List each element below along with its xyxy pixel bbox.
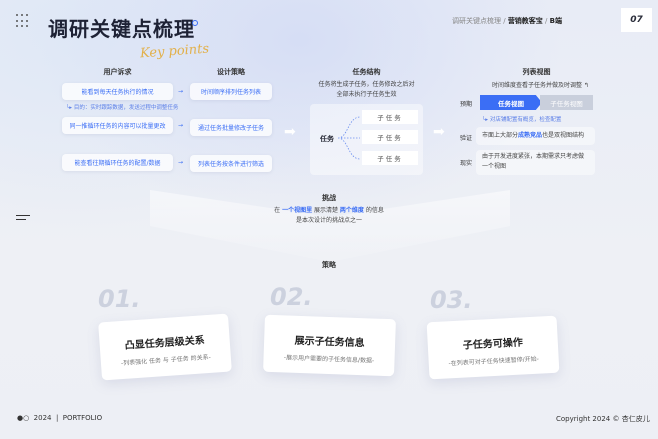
validation-box: 市面上大部分成熟竞品也是双视图结构 [476,127,595,145]
subtask-item: 子任务 [362,130,418,144]
row-label: 现实 [460,160,473,167]
title-dot-icon [192,20,198,26]
strategy-item: 列表任务按条件进行筛选 [190,155,272,172]
tab-task-view[interactable]: 任务视图 [480,95,542,110]
divider [16,215,30,216]
big-arrow-icon: ➡ [284,124,296,140]
need-item: 能看到每天任务执行的情况 [62,83,173,100]
card-number: 01. [98,285,141,313]
divider [16,219,26,220]
breadcrumb-item[interactable]: B端 [549,17,562,25]
need-item: 同一推循环任务的内容可以批量更改 [62,117,173,134]
structure-title: 任务结构 [352,68,381,76]
copyright: Copyright 2024 © 杏仁皮儿 [556,415,650,423]
footer-left: ●○ 2024 | PORTFOLIO [17,414,103,422]
breadcrumb-item[interactable]: 营销教客宝 [507,17,543,25]
page-dots-icon: ●○ [17,414,30,422]
page-number: 07 [621,8,652,32]
row-label: 验证 [460,135,473,142]
reality-box: 由于开发进度紧张，本期需求只考虑做一个视图 [476,150,595,175]
card-number: 02. [270,283,313,311]
strategy-item: 时间顺序排列任务列表 [190,83,272,100]
strategy-card: 展示子任务信息-展示用户需要的子任务信息/数据- [263,314,396,377]
page-title: 调研关键点梳理 [48,17,195,41]
tree-connector [338,116,361,160]
card-number: 03. [430,286,473,314]
task-root: 任务 [320,135,334,143]
breadcrumb-item[interactable]: 调研关键点梳理 [452,17,501,25]
grid-dots-icon [16,14,30,28]
arrow-icon: → [178,159,184,166]
big-arrow-icon: ➡ [433,124,445,140]
listview-top-note: 时间维度查看子任务并做及时调整 ↰ [492,82,589,89]
strategy-title: 设计策略 [217,68,245,76]
strategy-card: 凸显任务层级关系-列表强化 任务 与 子任务 的关系- [98,313,232,381]
listview-title: 列表视图 [522,68,551,76]
strategy-card: 子任务可操作-在列表可对子任务快速暂停/开始- [426,315,560,380]
listview-bottom-note: └▸ 对店铺配置有概览，检查配置 [482,117,562,123]
challenge-title: 挑战 [322,194,336,202]
tab-subtask-view[interactable]: 子任务视图 [540,95,593,110]
need-item: 能查看往期循环任务的配置/数据 [62,154,173,171]
strategy2-title: 策略 [322,261,336,269]
subtask-item: 子任务 [362,151,418,165]
needs-title: 用户诉求 [103,68,132,76]
row-label: 预期 [460,101,473,108]
needs-note: └▸ 目的：实时跟踪数据，发送过程中调整任务 [66,105,179,111]
breadcrumb: 调研关键点梳理 / 营销教客宝 / B端 [452,17,562,25]
arrow-icon: → [178,88,184,95]
strategy-item: 通过任务批量修改子任务 [190,119,272,136]
subtask-item: 子任务 [362,110,418,124]
challenge-text: 在 一个视图里 展示清楚 两个维度 的信息 是本次设计的挑战点之一 [274,207,384,224]
arrow-icon: → [178,122,184,129]
structure-desc: 任务将生成子任务，任务修改之后对全部未执行子任务生效 [318,81,415,98]
